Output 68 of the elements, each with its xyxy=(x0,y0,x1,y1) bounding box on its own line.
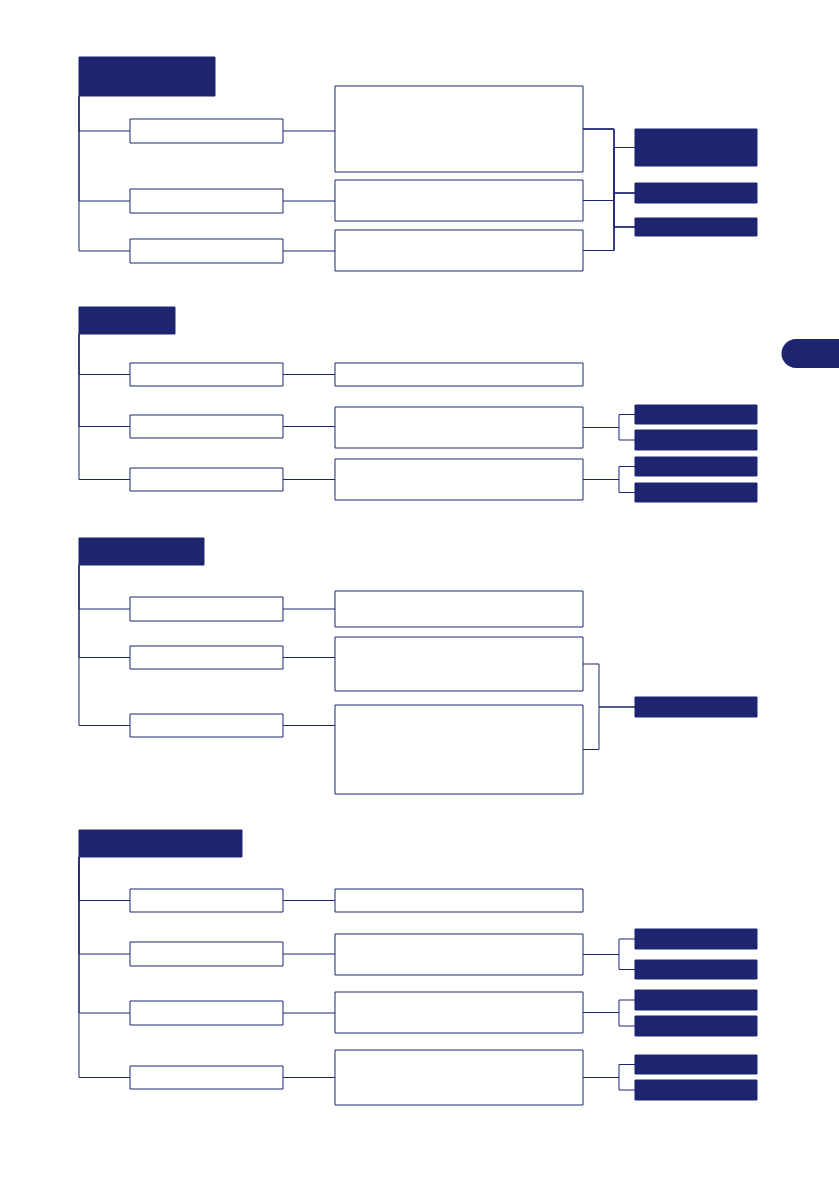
empty-box xyxy=(129,713,284,738)
tag-bar xyxy=(634,696,758,718)
connector-line xyxy=(282,1077,336,1078)
tag-bar xyxy=(634,404,758,425)
empty-box xyxy=(129,1065,284,1090)
tag-bar xyxy=(634,1015,758,1037)
connector-line xyxy=(282,657,336,658)
empty-box xyxy=(129,596,284,622)
connector-line xyxy=(582,954,636,970)
empty-box xyxy=(334,888,584,913)
heading-bar xyxy=(78,56,216,97)
heading-bar xyxy=(78,537,205,566)
connector-line xyxy=(282,725,336,726)
connector-line xyxy=(78,564,131,726)
heading-bar xyxy=(78,829,243,858)
empty-box xyxy=(334,179,584,222)
tag-bar xyxy=(634,482,758,503)
empty-box xyxy=(129,941,284,967)
connector-line xyxy=(78,333,131,480)
connector-line xyxy=(582,479,636,493)
empty-box xyxy=(334,85,584,173)
empty-box xyxy=(334,229,584,272)
connector-line xyxy=(282,374,336,375)
tag-bar xyxy=(634,456,758,477)
empty-box xyxy=(334,636,584,692)
empty-box xyxy=(129,467,284,492)
connector-line xyxy=(282,250,336,252)
empty-box xyxy=(334,933,584,976)
tag-bar xyxy=(634,429,758,451)
heading-bar xyxy=(78,306,176,335)
empty-box xyxy=(129,238,284,264)
connector-line xyxy=(582,427,636,441)
connector-line xyxy=(582,1077,636,1091)
connector-line xyxy=(282,479,336,480)
connector-line xyxy=(282,953,336,955)
empty-box xyxy=(129,414,284,439)
connector-line xyxy=(582,1012,636,1027)
tag-bar xyxy=(634,1054,758,1075)
connector-line xyxy=(78,95,131,252)
connector-line xyxy=(282,200,336,202)
tag-bar xyxy=(634,1079,758,1101)
empty-box xyxy=(334,704,584,795)
connector-line xyxy=(282,426,336,427)
empty-box xyxy=(129,118,284,144)
empty-box xyxy=(334,406,584,449)
tag-bar xyxy=(634,989,758,1011)
empty-box xyxy=(334,1049,584,1106)
tag-bar xyxy=(634,182,758,204)
connector-line xyxy=(282,130,336,132)
connector-line xyxy=(282,1012,336,1014)
connector-line xyxy=(582,226,636,251)
tag-bar xyxy=(634,217,758,237)
tag-bar xyxy=(634,928,758,950)
empty-box xyxy=(334,458,584,501)
empty-box xyxy=(334,590,584,628)
empty-box xyxy=(334,362,584,387)
empty-box xyxy=(129,645,284,670)
empty-box xyxy=(129,362,284,387)
connector-line xyxy=(282,900,336,901)
connector-line xyxy=(78,856,131,1078)
tag-bar xyxy=(634,959,758,980)
empty-box xyxy=(334,991,584,1034)
connector-line xyxy=(582,706,636,750)
tag-bar xyxy=(634,128,758,167)
empty-box xyxy=(129,888,284,913)
empty-box xyxy=(129,188,284,214)
empty-box xyxy=(129,1000,284,1026)
connector-line xyxy=(282,608,336,610)
